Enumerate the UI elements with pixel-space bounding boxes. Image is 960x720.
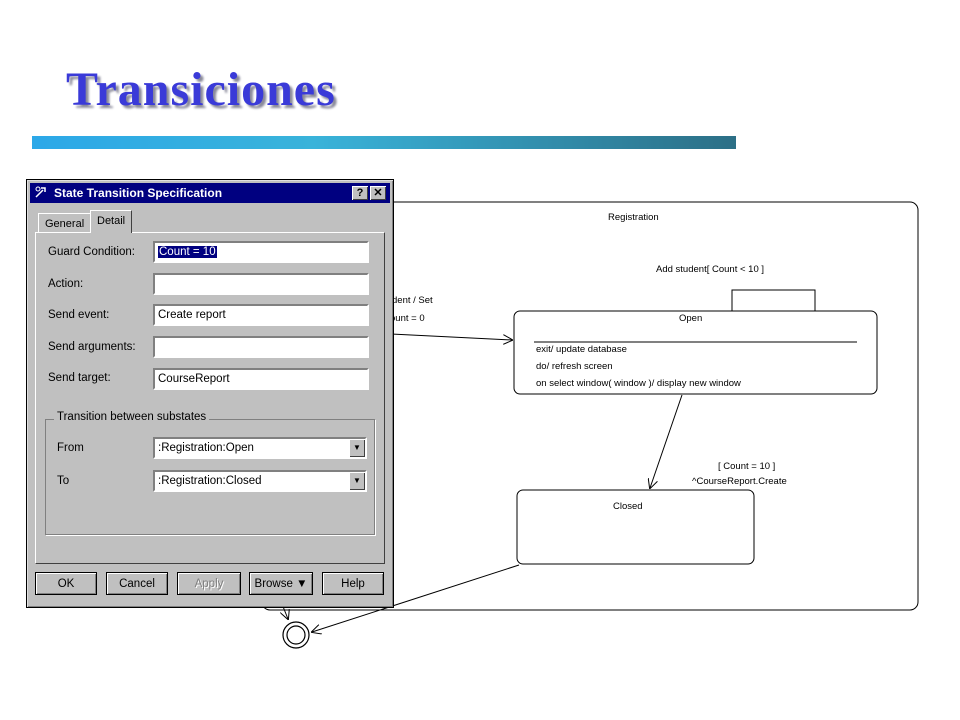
- to-select[interactable]: :Registration:Closed ▼: [153, 470, 367, 492]
- tab-detail[interactable]: Detail: [90, 210, 133, 233]
- guard-condition-label: Guard Condition:: [48, 246, 135, 258]
- closing-event-label: ^CourseReport.Create: [692, 476, 787, 487]
- substates-group-title: Transition between substates: [54, 411, 210, 423]
- send-arguments-label: Send arguments:: [48, 341, 136, 353]
- self-transition-label: Add student[ Count < 10 ]: [656, 264, 765, 275]
- send-event-field[interactable]: Create report: [153, 304, 369, 326]
- action-label: Action:: [48, 278, 84, 290]
- superstate-label: Registration: [608, 212, 659, 223]
- send-target-field[interactable]: CourseReport: [153, 368, 369, 390]
- help-title-button[interactable]: ?: [352, 186, 368, 200]
- to-select-value: :Registration:Closed: [158, 475, 262, 487]
- action-field[interactable]: [153, 273, 369, 295]
- send-arguments-field[interactable]: [153, 336, 369, 358]
- dialog-titlebar[interactable]: State Transition Specification ? ✕: [30, 183, 390, 203]
- final-state-inner: [286, 625, 306, 645]
- send-target-label: Send target:: [48, 372, 111, 384]
- detail-panel: [35, 232, 385, 564]
- title-underline-bar: [32, 136, 736, 149]
- apply-button[interactable]: Apply: [177, 572, 241, 595]
- to-label: To: [57, 475, 70, 487]
- guard-condition-field[interactable]: Count = 10: [153, 241, 369, 263]
- closed-state-name: Closed: [613, 501, 643, 512]
- close-transition-arrow: [650, 394, 683, 488]
- from-select[interactable]: :Registration:Open ▼: [153, 437, 367, 459]
- help-button[interactable]: Help: [322, 572, 384, 595]
- closed-state-box: [516, 489, 755, 565]
- window-icon: [34, 185, 50, 201]
- substates-group: [45, 419, 375, 535]
- browse-button[interactable]: Browse ▼: [249, 572, 313, 595]
- final-transition-arrow-1: [312, 564, 520, 632]
- dialog-title: State Transition Specification: [54, 186, 223, 200]
- close-button[interactable]: ✕: [370, 186, 386, 200]
- entry-transition-label-2: ount = 0: [390, 313, 425, 324]
- self-transition-arrow: [731, 289, 816, 311]
- from-select-value: :Registration:Open: [158, 442, 254, 454]
- guard-condition-value: Count = 10: [158, 246, 217, 258]
- slide-title: Transiciones: [66, 63, 336, 116]
- open-state-action-1: exit/ update database: [536, 344, 627, 355]
- chevron-down-icon[interactable]: ▼: [349, 439, 365, 457]
- open-state-action-2: do/ refresh screen: [536, 361, 613, 372]
- from-label: From: [57, 442, 84, 454]
- open-state-action-3: on select window( window )/ display new …: [536, 378, 741, 389]
- open-state-box: [513, 310, 878, 395]
- chevron-down-icon[interactable]: ▼: [349, 472, 365, 490]
- send-event-label: Send event:: [48, 309, 110, 321]
- cancel-button[interactable]: Cancel: [106, 572, 168, 595]
- ok-button[interactable]: OK: [35, 572, 97, 595]
- closing-guard-label: [ Count = 10 ]: [718, 461, 776, 472]
- tab-general[interactable]: General: [38, 213, 92, 232]
- open-state-name: Open: [679, 313, 703, 324]
- entry-transition-label-1: dent / Set: [392, 295, 433, 306]
